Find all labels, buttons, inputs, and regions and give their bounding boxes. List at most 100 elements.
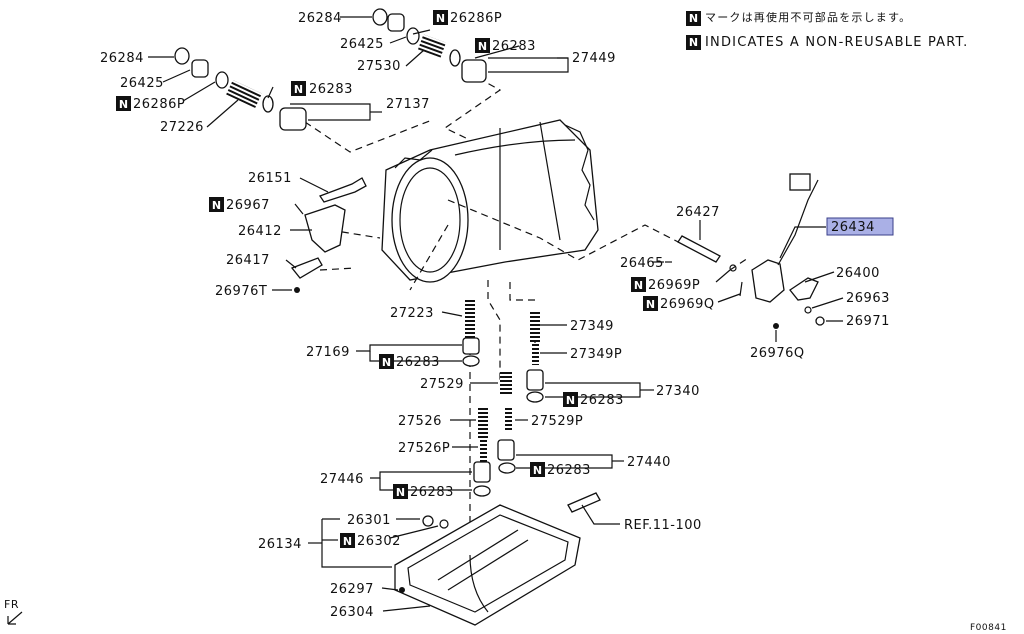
spring-27526 <box>478 408 488 440</box>
spring-27529P <box>505 408 512 432</box>
non-reusable-mark-icon <box>475 38 490 53</box>
label-ref[interactable]: REF.11-100 <box>624 518 702 533</box>
label-26283[interactable]: 26283 <box>410 485 454 500</box>
label-27223[interactable]: 27223 <box>390 306 434 321</box>
label-27526P[interactable]: 27526P <box>398 441 450 456</box>
label-27526[interactable]: 27526 <box>398 414 442 429</box>
spring-27530 <box>417 34 447 58</box>
non-reusable-mark-icon <box>340 533 355 548</box>
o-ring-26283 <box>462 355 480 367</box>
inhibitor-switch-26434 <box>751 259 785 303</box>
label-26976T[interactable]: 26976T <box>215 284 267 299</box>
oil-pan-26134 <box>394 492 601 626</box>
figure-code: F00841 <box>970 623 1007 633</box>
non-reusable-mark-icon <box>379 354 394 369</box>
label-26969Q[interactable]: 26969Q <box>660 297 715 312</box>
label-26969P[interactable]: 26969P <box>648 278 700 293</box>
lever-26412 <box>304 204 346 253</box>
label-27529[interactable]: 27529 <box>420 377 464 392</box>
o-ring-26286P <box>406 27 420 45</box>
bolt-26297 <box>399 587 405 593</box>
label-26151[interactable]: 26151 <box>248 171 292 186</box>
front-arrow-icon <box>7 611 23 625</box>
label-fr: FR <box>4 598 19 611</box>
label-26425[interactable]: 26425 <box>340 37 384 52</box>
label-26967[interactable]: 26967 <box>226 198 270 213</box>
non-reusable-mark-icon: N <box>686 35 701 50</box>
label-26425[interactable]: 26425 <box>120 76 164 91</box>
label-27440[interactable]: 27440 <box>627 455 671 470</box>
label-26304[interactable]: 26304 <box>330 605 374 620</box>
label-26286P[interactable]: 26286P <box>450 11 502 26</box>
nut-26971 <box>815 316 825 326</box>
label-26297[interactable]: 26297 <box>330 582 374 597</box>
label-26283[interactable]: 26283 <box>309 82 353 97</box>
label-26284[interactable]: 26284 <box>100 51 144 66</box>
label-27340[interactable]: 27340 <box>656 384 700 399</box>
piston-26425 <box>191 59 209 78</box>
non-reusable-mark-icon <box>209 197 224 212</box>
label-26427[interactable]: 26427 <box>676 205 720 220</box>
non-reusable-mark-icon <box>530 462 545 477</box>
piston-27340 <box>526 369 544 391</box>
spring-27223 <box>465 300 475 340</box>
accumulator-27449 <box>372 8 487 83</box>
label-26283[interactable]: 26283 <box>547 463 591 478</box>
label-26465[interactable]: 26465 <box>620 256 664 271</box>
switch-parts <box>665 173 825 329</box>
gasket-26302 <box>439 519 449 529</box>
label-26283[interactable]: 26283 <box>492 39 536 54</box>
drain-plug-26301 <box>422 515 434 527</box>
label-26134[interactable]: 26134 <box>258 537 302 552</box>
label-27446[interactable]: 27446 <box>320 472 364 487</box>
washer-26969P <box>729 264 737 272</box>
label-26412[interactable]: 26412 <box>238 224 282 239</box>
label-26286P[interactable]: 26286P <box>133 97 185 112</box>
piston-26425 <box>387 13 405 32</box>
label-26434[interactable]: 26434 <box>831 220 875 235</box>
spring-27226 <box>226 79 262 109</box>
label-27169[interactable]: 27169 <box>306 345 350 360</box>
accumulator-27137 <box>174 47 307 131</box>
spring-27529 <box>500 370 512 396</box>
rod-26151 <box>319 177 367 203</box>
label-26302[interactable]: 26302 <box>357 534 401 549</box>
connector <box>789 173 811 191</box>
pin-26969Q <box>739 281 743 297</box>
label-26284[interactable]: 26284 <box>298 11 342 26</box>
non-reusable-mark-icon <box>643 296 658 311</box>
bolt-26976T <box>294 287 300 293</box>
label-27529P[interactable]: 27529P <box>531 414 583 429</box>
lever-26400 <box>789 277 819 301</box>
label-26417[interactable]: 26417 <box>226 253 270 268</box>
label-27137[interactable]: 27137 <box>386 97 430 112</box>
o-ring-26283 <box>526 391 544 403</box>
label-26971[interactable]: 26971 <box>846 314 890 329</box>
label-26976Q[interactable]: 26976Q <box>750 346 805 361</box>
washer-26963 <box>804 306 812 314</box>
o-ring-26283 <box>473 485 491 497</box>
label-27530[interactable]: 27530 <box>357 59 401 74</box>
label-26301[interactable]: 26301 <box>347 513 391 528</box>
pin-26967 <box>294 203 304 215</box>
part-labels: 26284 26286P 26425 26283 27530 27449 262… <box>4 11 1007 633</box>
transmission-case <box>381 119 599 283</box>
non-reusable-mark-icon <box>116 96 131 111</box>
label-26400[interactable]: 26400 <box>836 266 880 281</box>
label-26963[interactable]: 26963 <box>846 291 890 306</box>
label-26283[interactable]: 26283 <box>580 393 624 408</box>
non-reusable-mark-icon <box>631 277 646 292</box>
snap-ring-26284 <box>174 47 190 65</box>
label-27226[interactable]: 27226 <box>160 120 204 135</box>
label-26283[interactable]: 26283 <box>396 355 440 370</box>
non-reusable-mark-icon: N <box>686 10 701 26</box>
o-ring-26283 <box>262 95 274 113</box>
label-27349[interactable]: 27349 <box>570 319 614 334</box>
sealant-tube <box>567 492 601 513</box>
label-27449[interactable]: 27449 <box>572 51 616 66</box>
piston-27169 <box>462 337 480 355</box>
label-27349P[interactable]: 27349P <box>570 347 622 362</box>
spring-27349 <box>530 310 540 342</box>
